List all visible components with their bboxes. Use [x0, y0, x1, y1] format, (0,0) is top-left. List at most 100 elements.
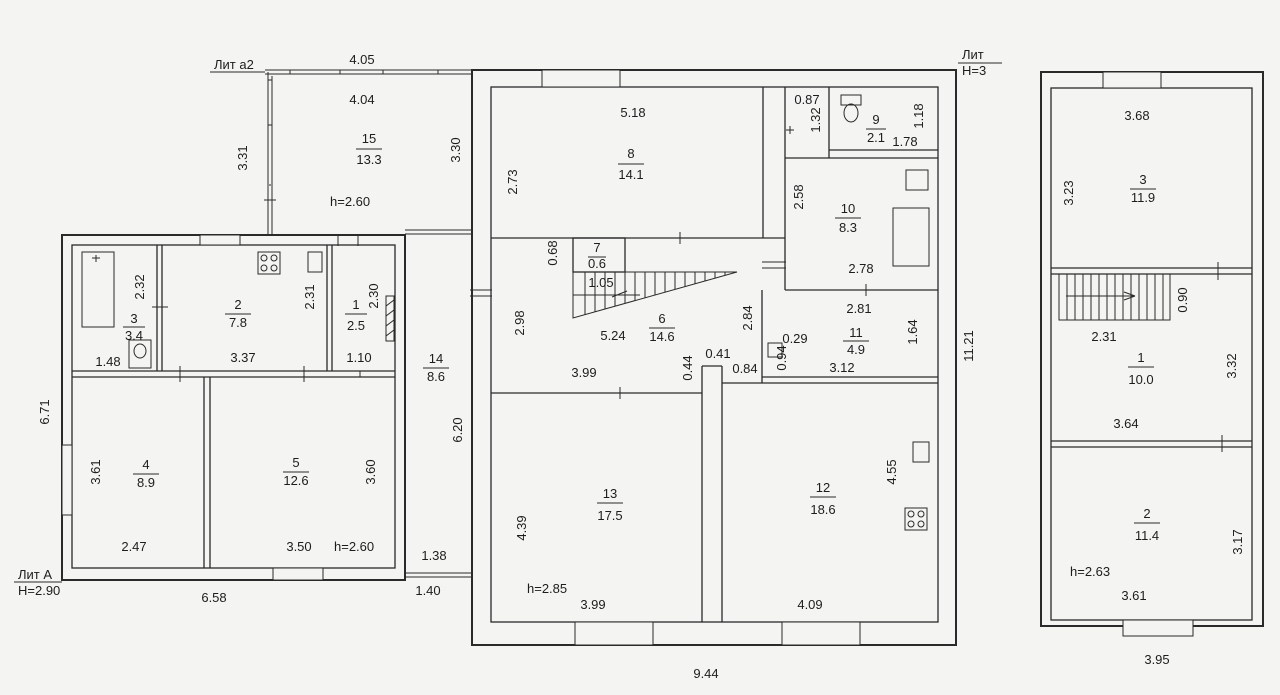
- room-number: 4: [142, 457, 149, 472]
- dimension: 2.31: [1091, 329, 1116, 344]
- dimension: 2.31: [302, 284, 317, 309]
- room-number: 2: [234, 297, 241, 312]
- room-number: 6: [658, 311, 665, 326]
- dimension: 3.95: [1144, 652, 1169, 667]
- room-number: 9: [872, 112, 879, 127]
- dimension: 5.18: [620, 105, 645, 120]
- height-label: h=2.85: [527, 581, 567, 596]
- dimension: 2.32: [132, 274, 147, 299]
- stair-treads: [584, 272, 1164, 320]
- dimension: 0.94: [774, 345, 789, 370]
- room-area: 12.6: [283, 473, 308, 488]
- dimension: 2.81: [846, 301, 871, 316]
- room-area: 2.1: [867, 130, 885, 145]
- fixtures: [257, 94, 930, 531]
- dimension: 4.05: [349, 52, 374, 67]
- room-area: 13.3: [356, 152, 381, 167]
- room-area: 8.9: [137, 475, 155, 490]
- room-number: 14: [429, 351, 443, 366]
- dimension: 1.18: [911, 103, 926, 128]
- dimension: 0.44: [680, 355, 695, 380]
- dimension: 0.84: [732, 361, 757, 376]
- room-area: 11.4: [1135, 528, 1159, 543]
- dimension: 9.44: [693, 666, 718, 681]
- dimension: 0.41: [705, 346, 730, 361]
- dimension: 3.61: [1121, 588, 1146, 603]
- dimension: 6.58: [201, 590, 226, 605]
- lit-label: Лит: [962, 47, 984, 62]
- room-area: 11.9: [1131, 190, 1155, 205]
- dimension: 3.68: [1124, 108, 1149, 123]
- dimension: 3.17: [1230, 529, 1245, 554]
- dimension: 0.90: [1175, 287, 1190, 312]
- dimension: 2.73: [505, 169, 520, 194]
- dimension: 0.87: [794, 92, 819, 107]
- dimension: 1.38: [421, 548, 446, 563]
- dimension: 3.50: [286, 539, 311, 554]
- lit-label: Н=3: [962, 63, 986, 78]
- dimension: 3.30: [448, 137, 463, 162]
- room-area: 18.6: [810, 502, 835, 517]
- lit-label: Н=2.90: [18, 583, 60, 598]
- room-number: 8: [627, 146, 634, 161]
- room-area: 14.1: [618, 167, 643, 182]
- dimension: 1.10: [346, 350, 371, 365]
- room-number: 11: [849, 325, 863, 340]
- dimension: 6.20: [450, 417, 465, 442]
- room-number: 15: [362, 131, 376, 146]
- dimension: 1.48: [95, 354, 120, 369]
- room-number: 1: [1137, 350, 1144, 365]
- dimensions-vertical: 3.31 3.30 2.73 1.32 1.18 2.58 2.32 2.31 …: [37, 103, 1245, 554]
- dimension: 6.71: [37, 399, 52, 424]
- dimension: 3.23: [1061, 180, 1076, 205]
- room-area: 3.4: [125, 328, 143, 343]
- room-labels: 15 13.3 8 14.1 9 2.1 10 8.3 7 0.6 6 14.6…: [123, 112, 1160, 543]
- dimension: 1.78: [892, 134, 917, 149]
- dimension: 0.68: [545, 240, 560, 265]
- dimension: 1.05: [588, 275, 613, 290]
- height-label: h=2.63: [1070, 564, 1110, 579]
- dimensions: 4.05 4.04 5.18 0.87 1.78 2.78 3.37 1.48 …: [95, 52, 1169, 681]
- dimension: 3.64: [1113, 416, 1138, 431]
- height-label: h=2.60: [334, 539, 374, 554]
- dimension: 4.04: [349, 92, 374, 107]
- room-area: 8.6: [427, 369, 445, 384]
- dimension: 2.84: [740, 305, 755, 330]
- dimension: 2.98: [512, 310, 527, 335]
- room-number: 1: [352, 297, 359, 312]
- windows: [61, 69, 1194, 646]
- dimension: 2.30: [366, 283, 381, 308]
- room-number: 5: [292, 455, 299, 470]
- room-number: 13: [603, 486, 617, 501]
- dimension: 11.21: [961, 330, 976, 362]
- room-number: 2: [1143, 506, 1150, 521]
- dimension: 4.55: [884, 459, 899, 484]
- height-label: h=2.60: [330, 194, 370, 209]
- room-area: 8.3: [839, 220, 857, 235]
- dimension: 3.60: [363, 459, 378, 484]
- room-number: 3: [1139, 172, 1146, 187]
- dimension: 4.09: [797, 597, 822, 612]
- dimension: 3.12: [829, 360, 854, 375]
- dimension: 3.99: [580, 597, 605, 612]
- dimension: 3.31: [235, 145, 250, 170]
- room-area: 2.5: [347, 318, 365, 333]
- dimension: 3.61: [88, 459, 103, 484]
- dimension: 1.32: [808, 107, 823, 132]
- lit-label: Лит А: [18, 567, 52, 582]
- room-number: 12: [816, 480, 830, 495]
- dimension: 1.64: [905, 319, 920, 344]
- dimension: 3.37: [230, 350, 255, 365]
- dimension: 2.58: [791, 184, 806, 209]
- door-marks: [92, 126, 1223, 452]
- room-area: 14.6: [649, 329, 674, 344]
- dimension: 2.47: [121, 539, 146, 554]
- room-area: 10.0: [1128, 372, 1153, 387]
- dimension: 1.40: [415, 583, 440, 598]
- room-area: 4.9: [847, 342, 865, 357]
- dimension: 3.32: [1224, 353, 1239, 378]
- room-number: 7: [593, 240, 600, 255]
- room-number: 10: [841, 201, 855, 216]
- dimension: 3.99: [571, 365, 596, 380]
